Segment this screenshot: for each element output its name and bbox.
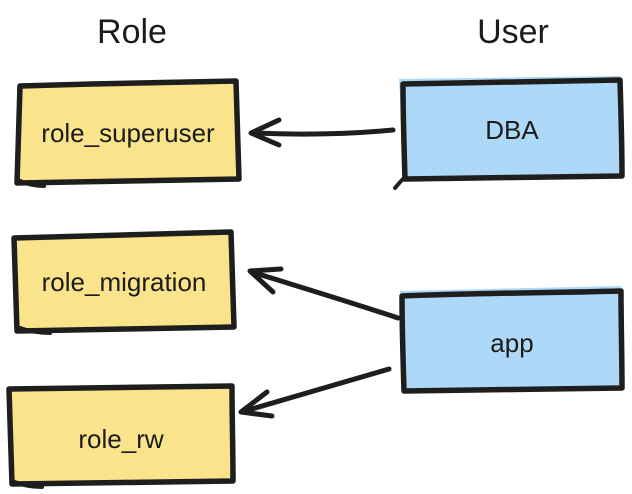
sketch-tick xyxy=(18,326,52,335)
node-role-rw: role_rw xyxy=(6,383,236,489)
dba-box xyxy=(400,77,625,182)
node-app: app xyxy=(399,286,625,394)
sketch-tick xyxy=(10,479,44,489)
edge-app-to-role-rw xyxy=(238,366,392,419)
role-migration-label: role_migration xyxy=(42,267,207,297)
arrow-head xyxy=(238,389,275,419)
arrow-shaft xyxy=(250,127,396,137)
arrow-head xyxy=(248,117,282,148)
arrow-shaft xyxy=(249,269,401,321)
role-superuser-label: role_superuser xyxy=(41,118,215,148)
node-role-superuser: role_superuser xyxy=(14,78,242,188)
column-header-role: Role xyxy=(97,13,167,51)
role-superuser-box xyxy=(14,78,242,186)
dba-label: DBA xyxy=(485,115,539,145)
arrow-shaft xyxy=(242,366,392,414)
edge-app-to-role-migration xyxy=(247,266,401,321)
role-rw-label: role_rw xyxy=(78,424,163,454)
node-dba: DBA xyxy=(393,76,625,190)
edge-dba-to-role-superuser xyxy=(248,117,396,148)
sketch-tick xyxy=(16,178,46,188)
arrow-head xyxy=(247,266,284,295)
node-role-migration: role_migration xyxy=(11,229,237,335)
role-migration-box xyxy=(11,229,237,334)
app-box xyxy=(399,288,625,394)
role-rw-box xyxy=(6,383,236,487)
column-header-user: User xyxy=(477,13,549,51)
app-label: app xyxy=(490,328,533,358)
sketch-tick xyxy=(393,175,407,190)
